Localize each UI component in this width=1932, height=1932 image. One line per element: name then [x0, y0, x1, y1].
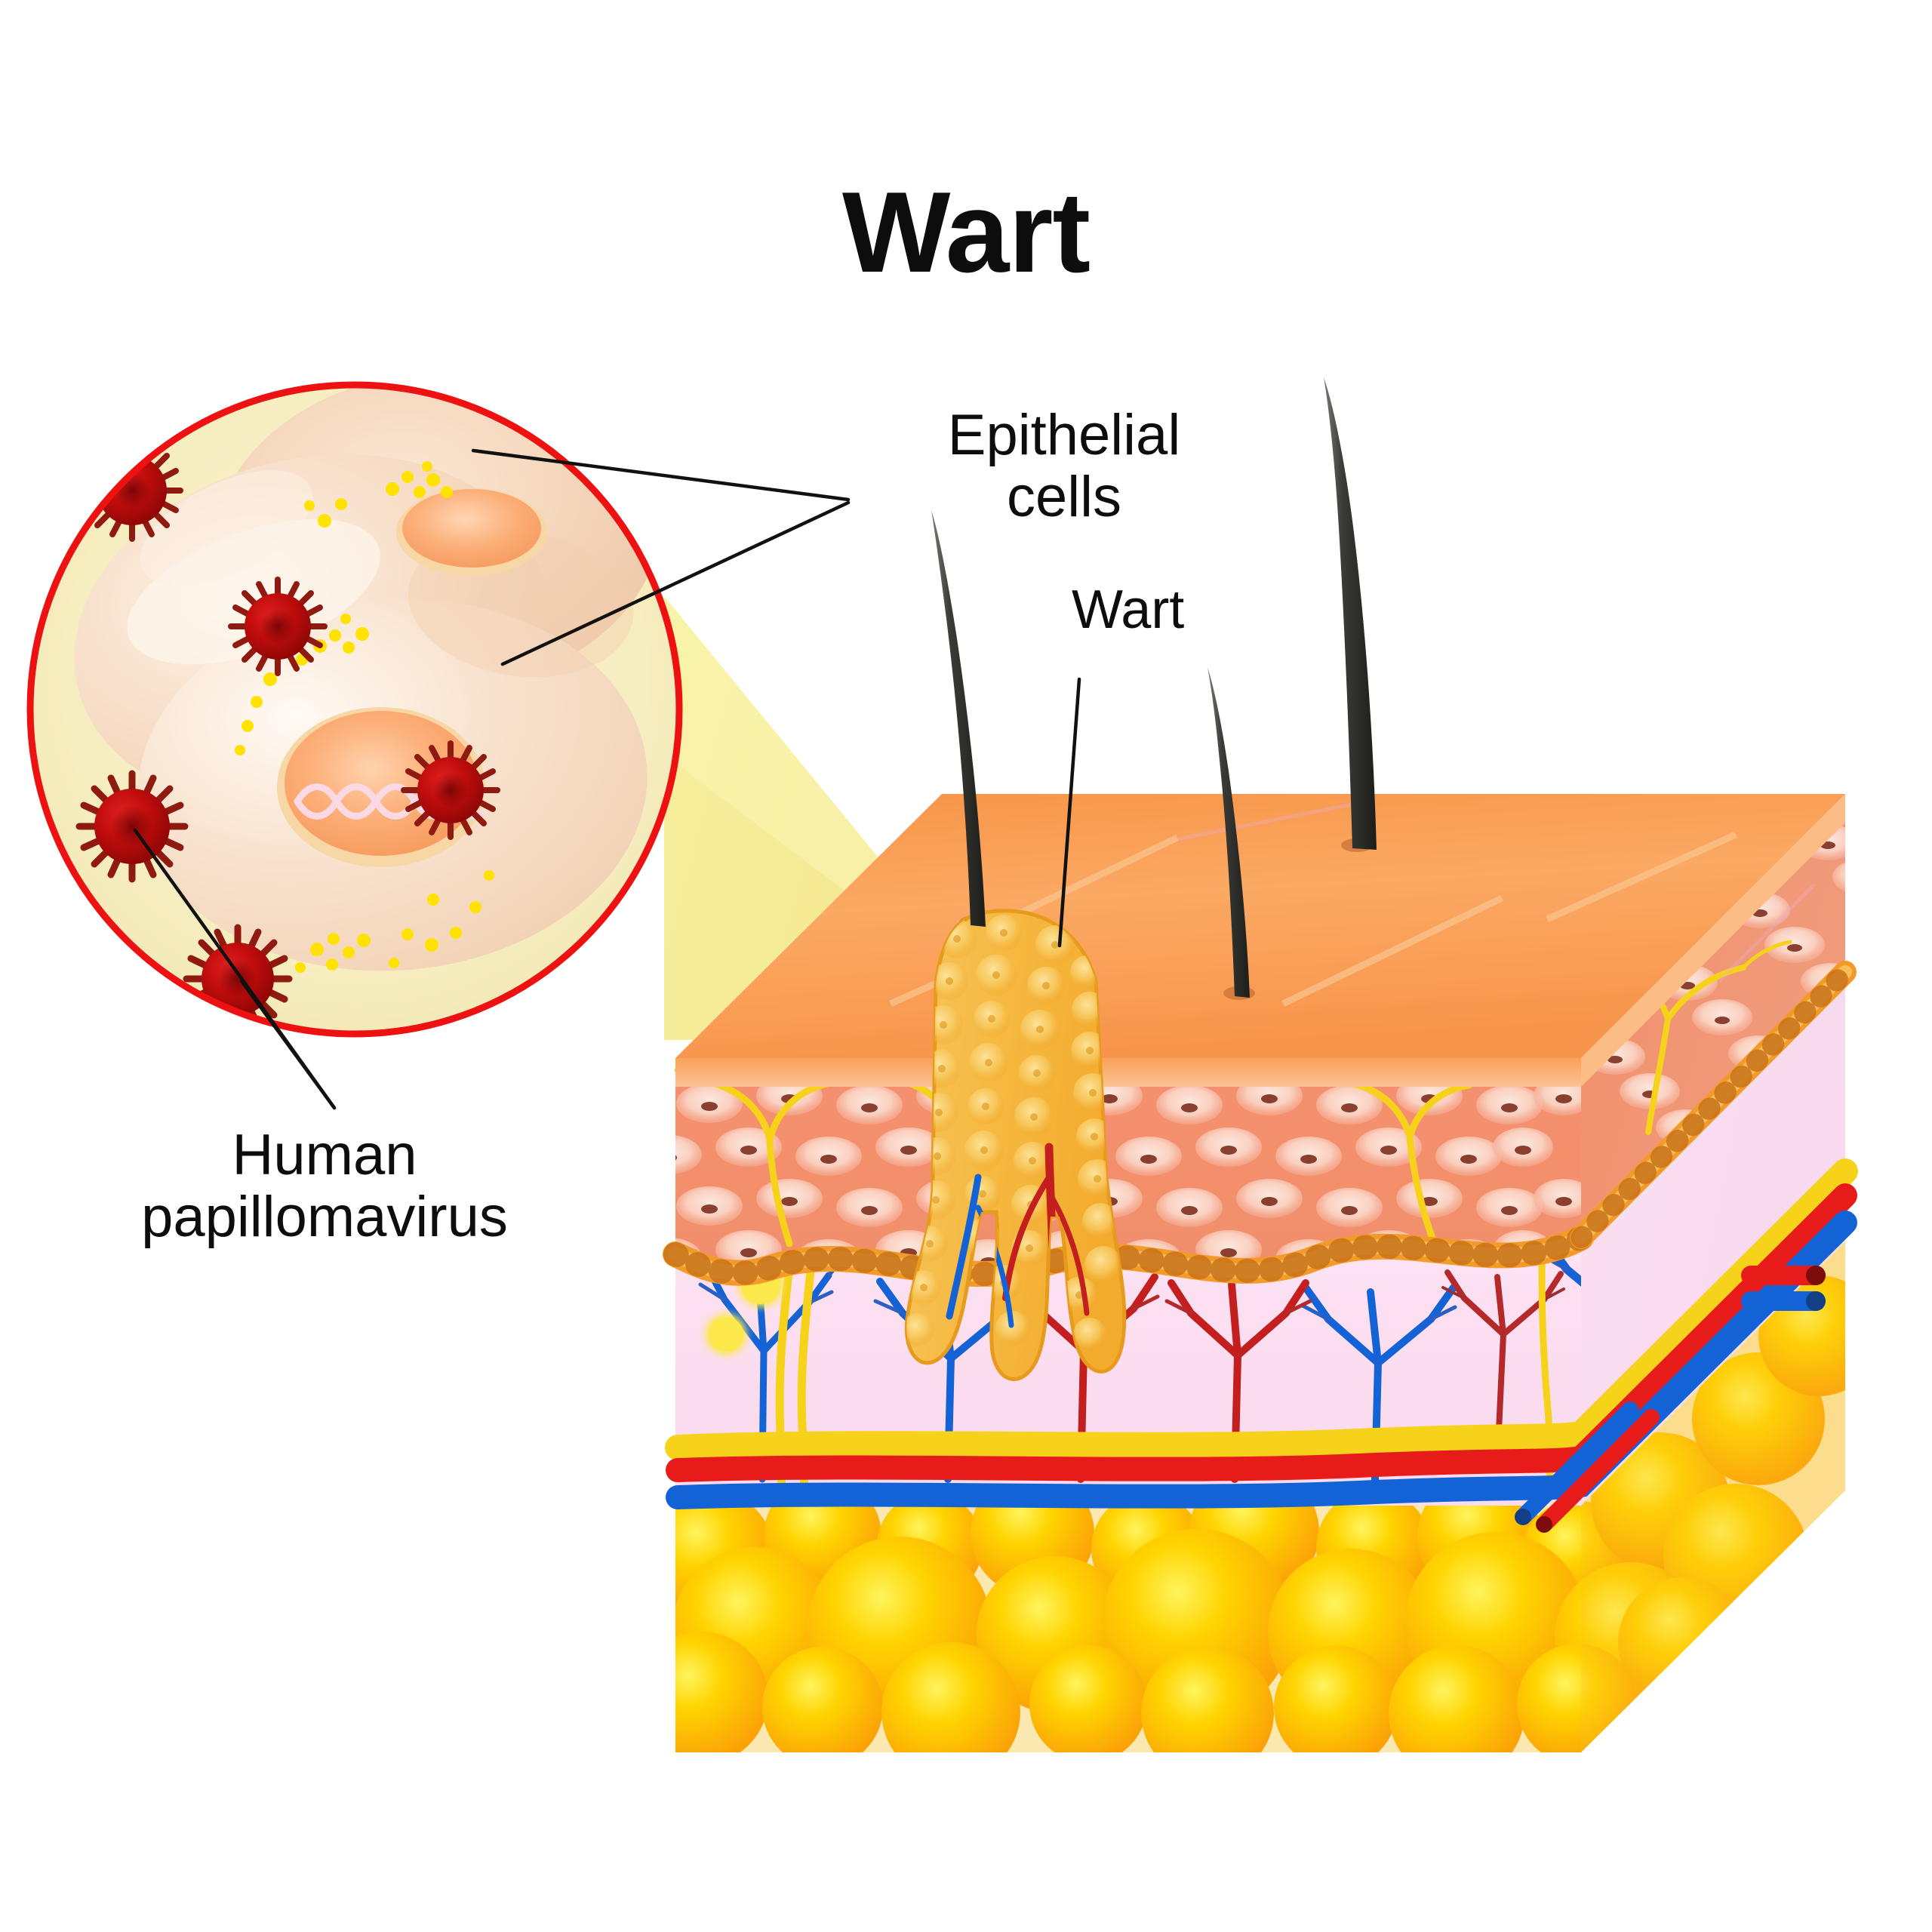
- viral-particles-dots: [235, 461, 494, 973]
- wart-bumps: [906, 915, 1122, 1351]
- label-human-papillomavirus: Human papillomavirus: [141, 1123, 508, 1250]
- wart-mass: [904, 909, 1127, 1381]
- hair-shafts: [931, 377, 1377, 998]
- label-epithelial-cells: Epithelial cells: [947, 403, 1181, 530]
- subcutaneous-fat-layer: [675, 1241, 1845, 1752]
- leader-lines: [133, 448, 1081, 1110]
- vessel-bundle: [665, 1158, 1858, 1533]
- page-title: Wart: [841, 168, 1091, 297]
- skin-block: [663, 377, 1858, 1752]
- label-wart: Wart: [1072, 580, 1185, 640]
- magnified-cell-inset: [26, 381, 683, 1038]
